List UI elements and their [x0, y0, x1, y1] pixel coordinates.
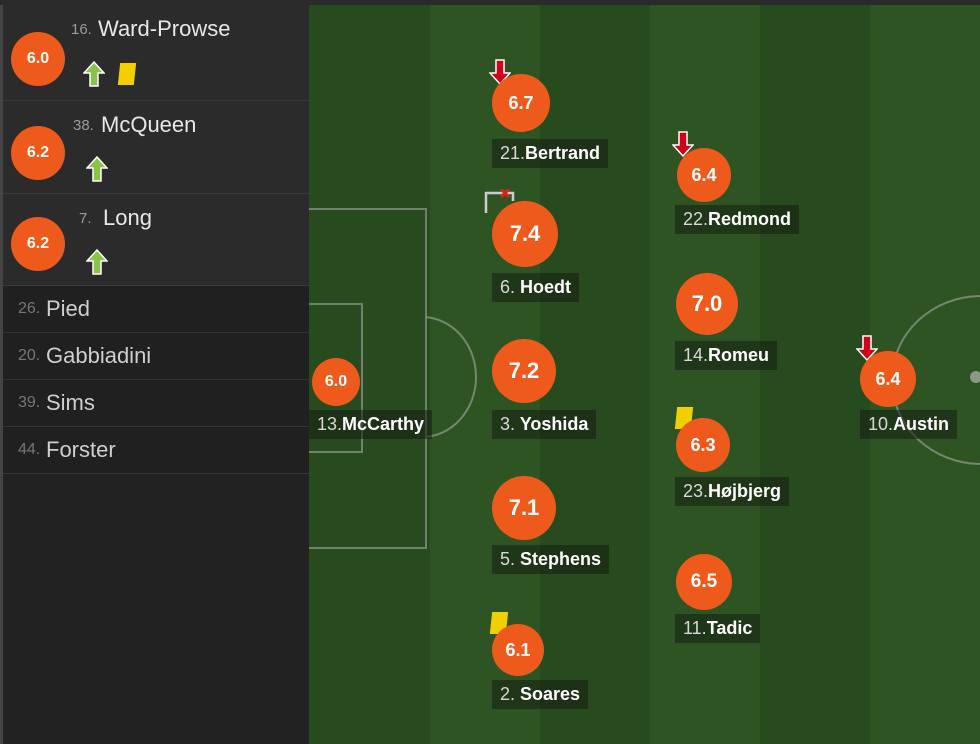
player-name: Yoshida — [519, 414, 589, 434]
player-label: 22.Redmond — [675, 205, 800, 234]
pitch-stripe — [540, 5, 650, 744]
player-label: 11.Tadic — [675, 614, 761, 643]
rating-badge: 7.2 — [492, 339, 556, 403]
player-number: 6. — [500, 277, 516, 297]
player-label: 10.Austin — [860, 410, 958, 439]
player-number: 22. — [683, 209, 709, 229]
player-name: McCarthy — [342, 414, 425, 434]
penalty-area-line — [309, 208, 427, 549]
player-name: Sims — [46, 390, 95, 415]
player-label: 6. Hoedt — [492, 273, 580, 302]
substitutes-panel: 6.0 16. Ward-Prowse 6.2 38. McQueen 6.2 … — [0, 5, 309, 744]
bench-player-row[interactable]: 39. Sims — [3, 380, 309, 427]
rating-badge: 6.4 — [677, 148, 731, 202]
player-label: 14.Romeu — [675, 341, 778, 370]
player-number: 21. — [500, 143, 526, 163]
rating-badge: 6.1 — [492, 624, 544, 676]
player-label: 2. Soares — [492, 680, 589, 709]
pitch-stripe — [760, 5, 870, 744]
rating-badge: 6.2 — [11, 126, 65, 180]
player-label: 23.Højbjerg — [675, 477, 790, 506]
rating-badge: 7.1 — [492, 476, 556, 540]
player-number: 26. — [18, 300, 41, 317]
substitute-row[interactable]: 6.2 7. Long — [3, 194, 309, 286]
player-number: 5. — [500, 549, 516, 569]
player-name: Romeu — [708, 345, 770, 365]
player-number: 2. — [500, 684, 516, 704]
player-name: Pied — [46, 296, 91, 321]
player-number: 38. — [73, 117, 94, 134]
bench-player-row[interactable]: 26. Pied — [3, 286, 309, 333]
top-border — [0, 0, 980, 5]
player-name: Tadic — [706, 618, 753, 638]
rating-badge: 7.0 — [676, 273, 738, 335]
rating-badge: 6.2 — [11, 217, 65, 271]
player-name: Forster — [46, 437, 116, 462]
player-number: 10. — [868, 414, 894, 434]
player-number: 39. — [18, 394, 41, 411]
player-name: Austin — [893, 414, 950, 434]
player-name: McQueen — [101, 112, 197, 137]
center-spot — [970, 371, 980, 383]
sub-off-arrow-icon — [672, 131, 694, 157]
bench-player-row[interactable]: 20. Gabbiadini — [3, 333, 309, 380]
player-name: Højbjerg — [708, 481, 782, 501]
rating-badge: 6.3 — [676, 418, 730, 472]
player-number: 7. — [79, 210, 92, 227]
player-name: Gabbiadini — [46, 343, 152, 368]
offside-flag-icon — [484, 189, 515, 213]
player-number: 13. — [317, 414, 343, 434]
rating-badge: 6.5 — [676, 554, 732, 610]
sub-on-arrow-icon — [86, 156, 108, 182]
substitute-row[interactable]: 6.0 16. Ward-Prowse — [3, 5, 309, 101]
player-label: 13.McCarthy — [309, 410, 433, 439]
player-name: Soares — [520, 684, 581, 704]
player-name: Ward-Prowse — [98, 16, 231, 41]
player-label: 3. Yoshida — [492, 410, 597, 439]
rating-badge: 6.0 — [312, 358, 360, 406]
yellow-card-icon — [117, 63, 137, 85]
sub-on-arrow-icon — [86, 249, 108, 275]
substitute-row[interactable]: 6.2 38. McQueen — [3, 101, 309, 194]
player-name: Long — [103, 205, 152, 230]
goal-area-line — [309, 303, 363, 453]
player-name: Stephens — [520, 549, 602, 569]
player-number: 11. — [683, 618, 707, 638]
player-number: 23. — [683, 481, 709, 501]
rating-badge: 6.4 — [860, 351, 916, 407]
player-number: 3. — [500, 414, 516, 434]
player-name: Bertrand — [525, 143, 601, 163]
player-number: 20. — [18, 347, 41, 364]
bench-player-row[interactable]: 44. Forster — [3, 427, 309, 474]
player-name: Redmond — [708, 209, 792, 229]
player-number: 16. — [71, 21, 92, 38]
pitch: 6.0 13.McCarthy 6.7 21.Bertrand 7.4 6. H… — [309, 5, 980, 744]
player-name: Hoedt — [520, 277, 572, 297]
player-number: 14. — [683, 345, 709, 365]
sub-off-arrow-icon — [856, 335, 878, 361]
player-label: 21.Bertrand — [492, 139, 609, 168]
sub-on-arrow-icon — [83, 61, 105, 87]
player-label: 5. Stephens — [492, 545, 610, 574]
rating-badge: 6.7 — [492, 74, 550, 132]
rating-badge: 7.4 — [492, 201, 558, 267]
player-number: 44. — [18, 441, 41, 458]
rating-badge: 6.0 — [11, 32, 65, 86]
